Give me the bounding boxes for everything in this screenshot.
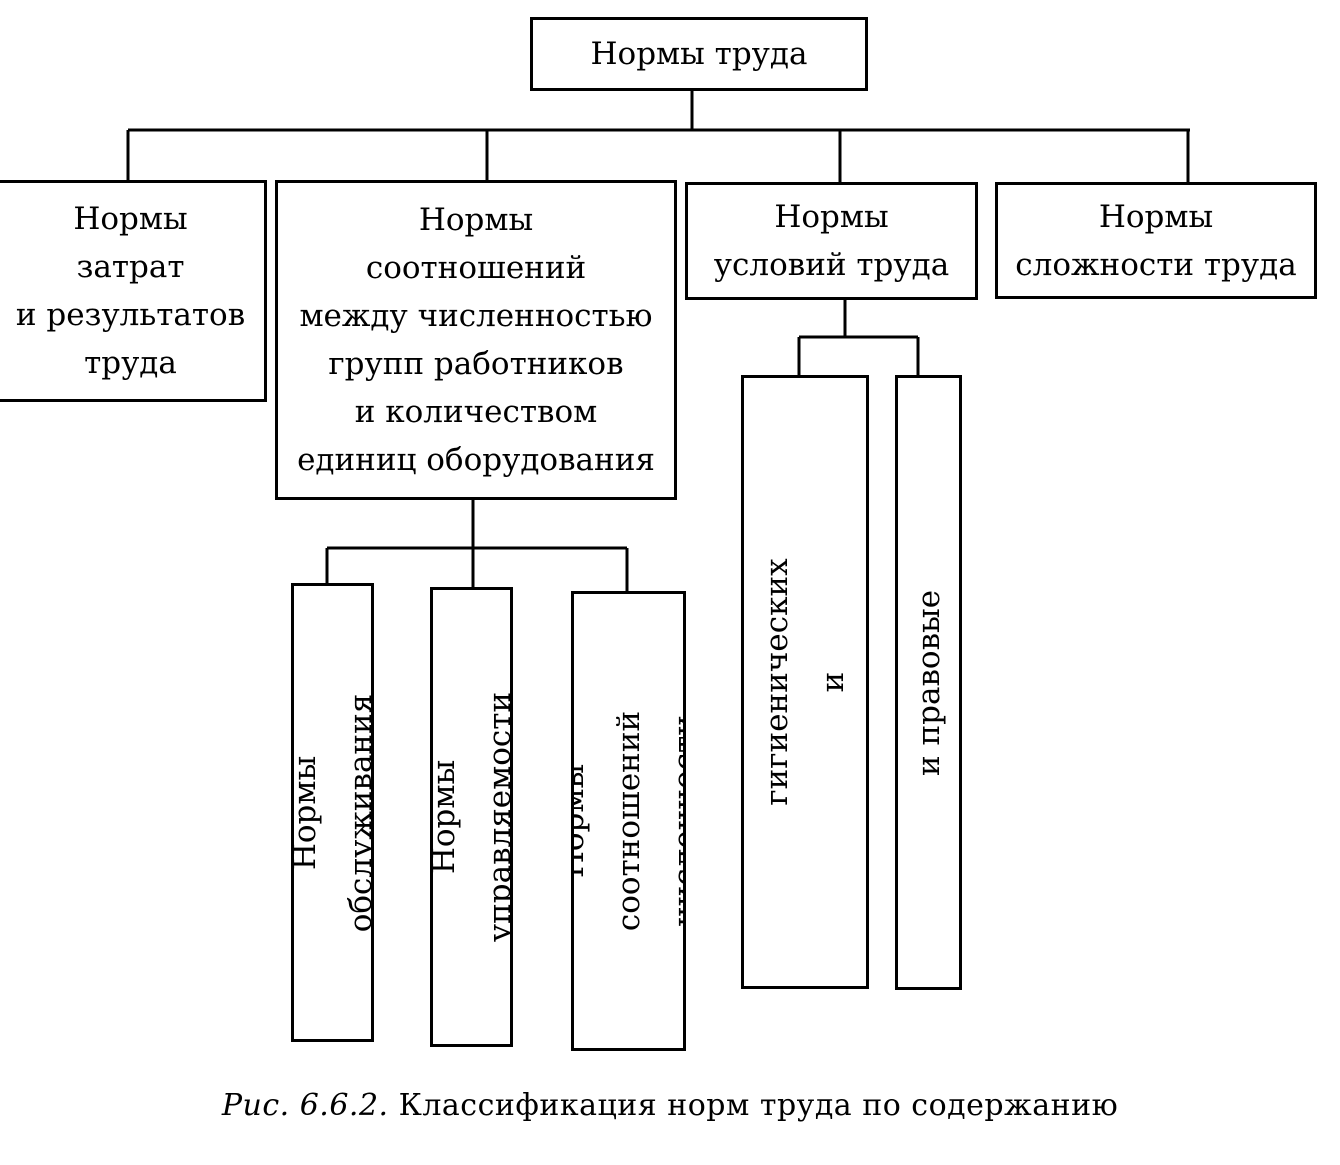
node-work-conditions: Нормы условий труда: [685, 182, 978, 300]
node-manageability-norms: Нормы управляемости: [430, 587, 513, 1047]
node-costs-results-label: Нормы затрат и результатов труда: [15, 201, 246, 381]
node-work-complexity-label: Нормы сложности труда: [1015, 198, 1297, 283]
node-sanitary-aesthetic-norms-label: Нормы санитарно-гигиенических и эстетиче…: [759, 558, 851, 806]
figure-number: Рис. 6.6.2.: [221, 1088, 389, 1123]
node-headcount-ratio-norms: Нормы соотношений численности: [571, 591, 686, 1051]
node-headcount-ratios: Нормы соотношений между численностью гру…: [275, 180, 677, 500]
node-headcount-ratios-label: Нормы соотношений между численностью гру…: [297, 202, 655, 478]
node-social-legal-norms: Социальные и правовые нормы: [895, 375, 962, 990]
root-node-label: Нормы труда: [590, 36, 808, 72]
figure-caption: Рис. 6.6.2. Классификация норм труда по …: [0, 1088, 1340, 1123]
node-work-conditions-label: Нормы условий труда: [713, 199, 950, 283]
node-social-legal-norms-label: Социальные и правовые нормы: [910, 589, 947, 776]
node-work-complexity: Нормы сложности труда: [995, 182, 1317, 299]
node-headcount-ratio-norms-label: Нормы соотношений численности: [571, 710, 686, 932]
node-service-norms-label: Нормы обслуживания: [291, 693, 374, 932]
root-node: Нормы труда: [530, 17, 868, 91]
figure-caption-text: Классификация норм труда по содержанию: [398, 1088, 1119, 1123]
node-manageability-norms-label: Нормы управляемости: [430, 691, 513, 943]
node-service-norms: Нормы обслуживания: [291, 583, 374, 1042]
node-sanitary-aesthetic-norms: Нормы санитарно-гигиенических и эстетиче…: [741, 375, 869, 989]
node-costs-results: Нормы затрат и результатов труда: [0, 180, 267, 402]
